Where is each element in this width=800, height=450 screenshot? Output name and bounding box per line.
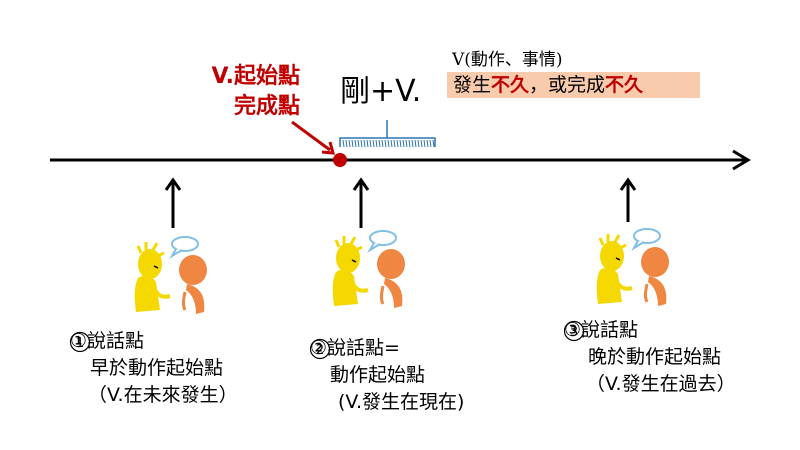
definition-part-3: ，或完成 xyxy=(529,74,606,96)
start-point-label: V.起始點 完成點 xyxy=(170,62,300,122)
definition-title: V(動作、事情) xyxy=(452,50,563,70)
speaker-caption-3: ③說話點 晚於動作起始點 （V.發生在過去） xyxy=(564,317,736,398)
circled-number-3: 3 xyxy=(563,320,585,342)
svg-text:2: 2 xyxy=(316,343,324,358)
definition-part-2: 不久 xyxy=(491,74,530,96)
duration-bracket xyxy=(339,120,436,148)
speaking-point-arrows xyxy=(164,177,637,228)
svg-text:3: 3 xyxy=(570,325,578,340)
circled-number-2: 2 xyxy=(309,338,331,360)
circled-number-1: 1 xyxy=(69,331,91,353)
caption-2-line-1: ②說話點= xyxy=(310,337,400,359)
timeline-arrowhead xyxy=(732,149,751,171)
gang-v-label: 剛+V. xyxy=(340,74,422,109)
definition-highlight xyxy=(447,72,700,98)
definition-part-1: 發生 xyxy=(453,74,492,96)
caption-3-line-3: （V.發生在過去） xyxy=(586,373,736,395)
caption-3-line-2: 晚於動作起始點 xyxy=(588,346,722,368)
definition-part-4: 不久 xyxy=(605,74,644,96)
start-point-label-line-1: V.起始點 xyxy=(211,64,300,89)
caption-1-line-3: （V.在未來發生） xyxy=(88,384,238,406)
speaker-figures-3 xyxy=(596,228,669,306)
speaker-caption-2: ②說話點= 動作起始點 (V.發生在現在) xyxy=(310,335,464,416)
speaker-figures-1 xyxy=(134,236,207,314)
definition-text: 發生不久，或完成不久 xyxy=(453,72,643,98)
start-point-dot xyxy=(333,153,347,167)
speaker-figures-2 xyxy=(332,230,405,308)
start-point-pointer xyxy=(291,120,331,152)
caption-1-line-2: 早於動作起始點 xyxy=(90,357,224,379)
svg-text:1: 1 xyxy=(76,336,84,351)
caption-1-line-1: ①說話點 xyxy=(70,330,145,352)
start-point-label-line-2: 完成點 xyxy=(233,94,300,119)
caption-3-line-1: ③說話點 xyxy=(564,319,639,341)
caption-2-line-3: (V.發生在現在) xyxy=(338,391,465,413)
caption-2-line-2: 動作起始點 xyxy=(330,364,426,386)
speaker-caption-1: ①說話點 早於動作起始點 （V.在未來發生） xyxy=(70,328,238,409)
